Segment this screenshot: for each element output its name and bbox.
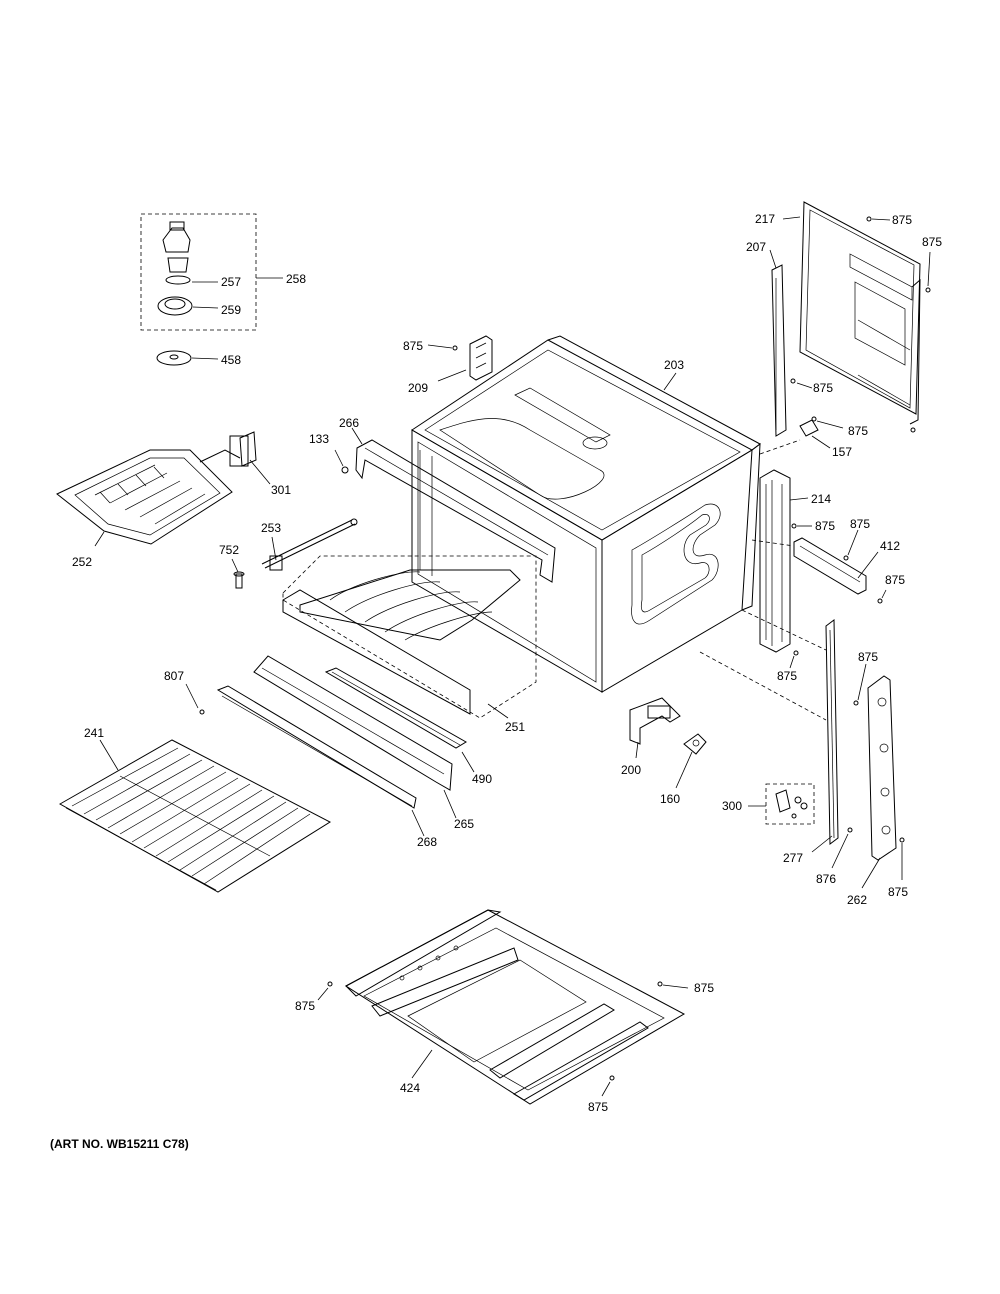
label-458: 458 <box>221 353 241 367</box>
part-807-screw <box>185 683 205 715</box>
part-752-screw <box>231 558 245 589</box>
label-875: 875 <box>858 650 878 664</box>
label-875: 875 <box>295 999 315 1013</box>
callout-labels: 217 875 875 207 875 203 209 875 875 157 … <box>50 212 942 1151</box>
part-266-bracket <box>351 427 556 583</box>
part-301-bracket <box>239 431 257 467</box>
part-458-disc <box>156 350 219 366</box>
part-217-back-panel <box>782 201 931 433</box>
part-412-bracket <box>793 529 887 604</box>
label-207: 207 <box>746 240 766 254</box>
part-214-strip <box>759 469 812 669</box>
part-490-rail <box>324 667 475 773</box>
label-253: 253 <box>261 521 281 535</box>
label-807: 807 <box>164 669 184 683</box>
part-251-bake-element <box>282 555 537 719</box>
label-490: 490 <box>472 772 492 786</box>
part-300-kit <box>748 783 815 825</box>
part-207-strip <box>769 249 787 437</box>
label-875: 875 <box>922 235 942 249</box>
label-259: 259 <box>221 303 241 317</box>
part-277-rail <box>811 619 839 853</box>
part-209-bracket <box>427 335 493 382</box>
label-252: 252 <box>72 555 92 569</box>
label-257: 257 <box>221 275 241 289</box>
label-268: 268 <box>417 835 437 849</box>
part-265-rail <box>253 655 457 819</box>
label-300: 300 <box>722 799 742 813</box>
label-203: 203 <box>664 358 684 372</box>
part-253-sensor <box>261 518 358 571</box>
label-875: 875 <box>694 981 714 995</box>
label-875: 875 <box>403 339 423 353</box>
label-262: 262 <box>847 893 867 907</box>
label-277: 277 <box>783 851 803 865</box>
label-217: 217 <box>755 212 775 226</box>
label-265: 265 <box>454 817 474 831</box>
label-875: 875 <box>888 885 908 899</box>
part-258-kit <box>140 213 283 331</box>
label-200: 200 <box>621 763 641 777</box>
part-160-switch <box>675 733 707 789</box>
part-157-sensor <box>799 416 844 449</box>
part-241-rack <box>58 739 332 893</box>
label-752: 752 <box>219 543 239 557</box>
label-875: 875 <box>815 519 835 533</box>
part-252-broil-element <box>56 435 271 547</box>
part-203-oven-cavity <box>411 335 761 693</box>
label-157: 157 <box>832 445 852 459</box>
part-876-screw <box>831 827 853 869</box>
label-160: 160 <box>660 792 680 806</box>
label-241: 241 <box>84 726 104 740</box>
label-875: 875 <box>885 573 905 587</box>
label-301: 301 <box>271 483 291 497</box>
part-133-screw <box>334 449 349 474</box>
art-number: (ART NO. WB15211 C78) <box>50 1137 189 1151</box>
alignment-lines <box>699 439 827 721</box>
label-424: 424 <box>400 1081 420 1095</box>
label-875: 875 <box>892 213 912 227</box>
part-262-plate <box>853 663 905 889</box>
label-875: 875 <box>777 669 797 683</box>
label-875: 875 <box>850 517 870 531</box>
part-200-switch <box>629 697 681 759</box>
label-209: 209 <box>408 381 428 395</box>
label-133: 133 <box>309 432 329 446</box>
part-268-rail <box>216 685 425 837</box>
label-214: 214 <box>811 492 831 506</box>
label-412: 412 <box>880 539 900 553</box>
label-875: 875 <box>588 1100 608 1114</box>
label-876: 876 <box>816 872 836 886</box>
part-424-bottom-frame <box>317 909 689 1105</box>
label-875: 875 <box>813 381 833 395</box>
label-266: 266 <box>339 416 359 430</box>
label-258: 258 <box>286 272 306 286</box>
label-875: 875 <box>848 424 868 438</box>
label-251: 251 <box>505 720 525 734</box>
